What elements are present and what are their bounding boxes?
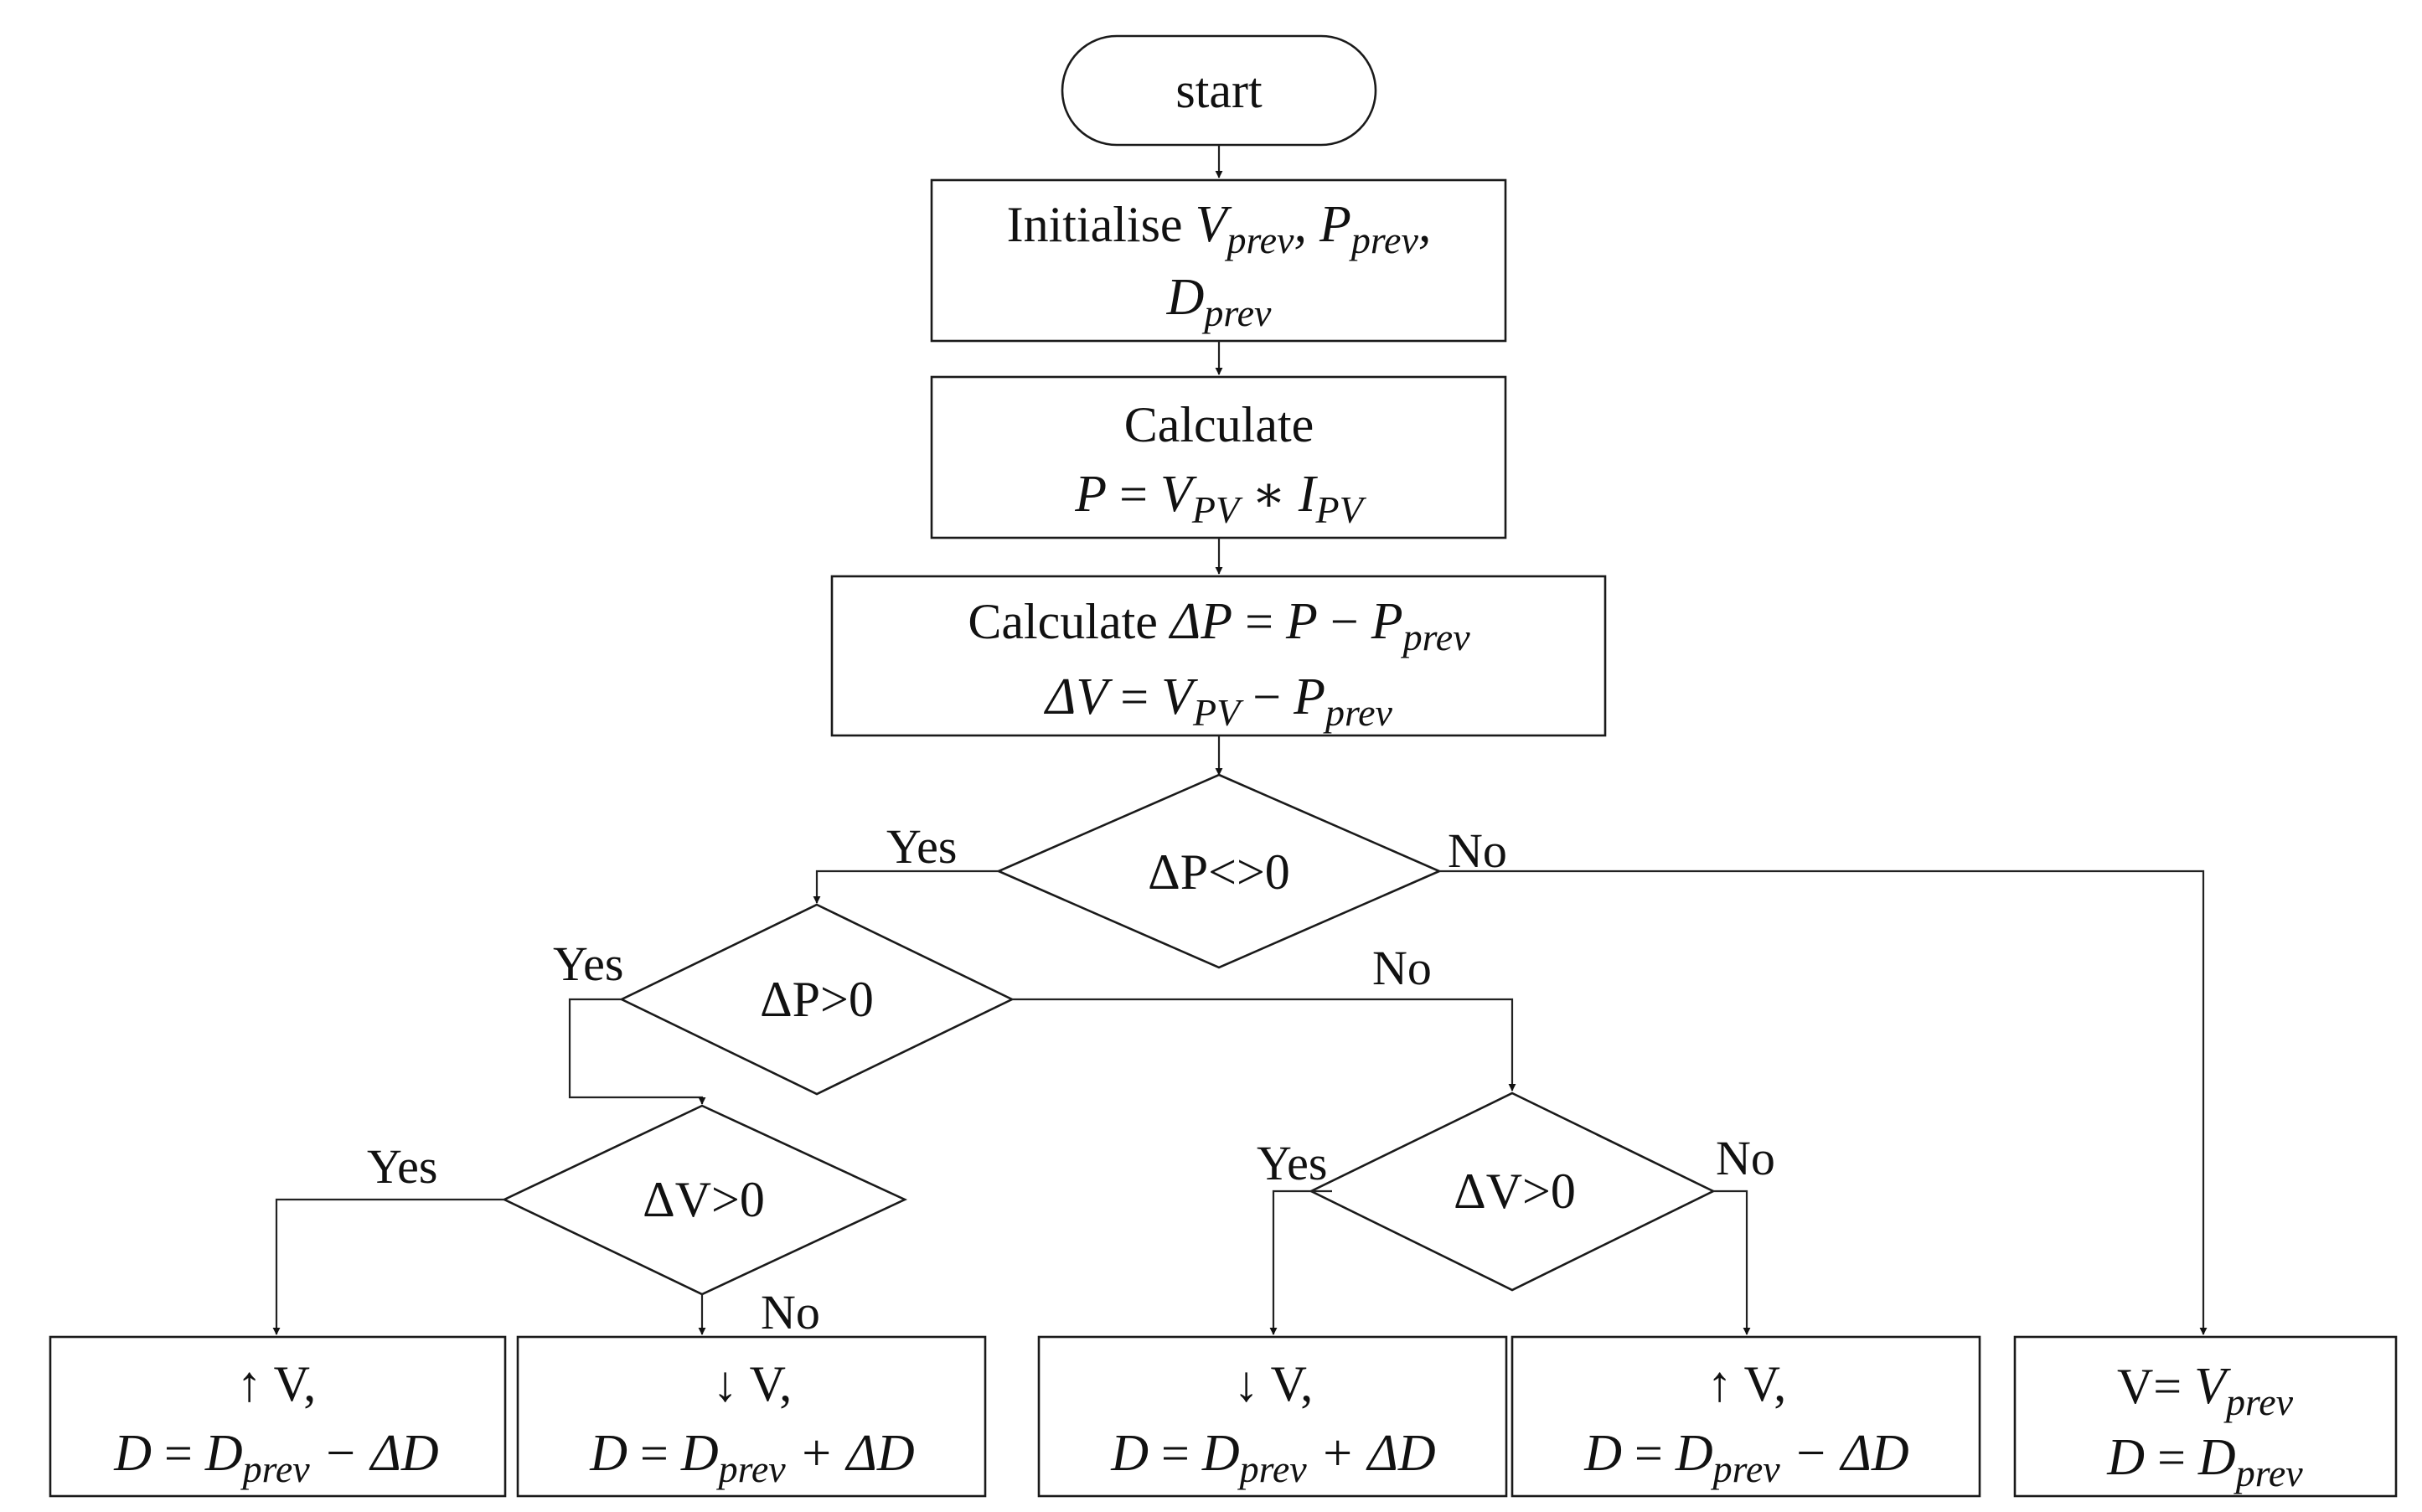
outcome-decrease-v-right bbox=[1037, 1335, 1508, 1498]
decision-dp-nonzero bbox=[995, 773, 1443, 969]
outcome-4-line1: ↑ V, bbox=[1707, 1356, 1787, 1411]
decision-dp-positive bbox=[619, 903, 1015, 1096]
outcome-1-line1: ↑ V, bbox=[237, 1356, 317, 1411]
calc-delta-line2: ΔV = VPV − Pprev bbox=[1043, 668, 1393, 734]
yes-label-4: Yes bbox=[1257, 1136, 1327, 1190]
calc-delta-line1: Calculate ΔP = P − Pprev bbox=[968, 593, 1470, 658]
start-label: start bbox=[1175, 63, 1263, 118]
outcome-decrease-v-left bbox=[516, 1335, 987, 1498]
decision-dv-positive-right-label: ΔV>0 bbox=[1454, 1164, 1576, 1219]
outcome-2-line1: ↓ V, bbox=[713, 1356, 793, 1411]
decision-dv-positive-right bbox=[1309, 1091, 1716, 1292]
outcome-2-line2: D = Dprev + ΔD bbox=[589, 1425, 914, 1490]
calc-power-formula: P = VPV ∗ IPV bbox=[1074, 466, 1366, 531]
wire-dp-nonzero-no bbox=[1439, 870, 2208, 1335]
wire-dp-positive-yes bbox=[568, 998, 706, 1105]
outcome-increase-v-right bbox=[1511, 1335, 1981, 1498]
decision-dp-positive-label: ΔP>0 bbox=[760, 972, 874, 1027]
outcome-increase-v-left bbox=[49, 1335, 507, 1498]
yes-label-2: Yes bbox=[553, 937, 623, 991]
calc-power-line1: Calculate bbox=[1124, 397, 1314, 452]
outcome-5-line1: V= Vprev bbox=[2117, 1358, 2294, 1423]
init-box bbox=[930, 178, 1507, 343]
outcome-3-line2: D = Dprev + ΔD bbox=[1110, 1425, 1435, 1490]
wire-dv-right-yes bbox=[1269, 1189, 1332, 1335]
outcome-hold bbox=[2013, 1335, 2398, 1498]
wire-dp-positive-no bbox=[1012, 998, 1516, 1091]
init-line1: Initialise Vprev, Pprev, bbox=[1007, 196, 1432, 261]
wire-dv-right-no bbox=[1713, 1189, 1751, 1335]
outcome-5-line2: D = Dprev bbox=[2106, 1429, 2303, 1494]
init-line2: Dprev bbox=[1166, 269, 1272, 334]
no-label-2: No bbox=[1372, 941, 1432, 995]
yes-label-3: Yes bbox=[367, 1139, 437, 1194]
no-label-3: No bbox=[761, 1285, 820, 1339]
decision-dv-positive-left-label: ΔV>0 bbox=[643, 1172, 765, 1227]
yes-label-1: Yes bbox=[886, 819, 957, 874]
wire-dp-nonzero-yes bbox=[813, 870, 999, 904]
calc-delta-box bbox=[830, 575, 1607, 737]
no-label-1: No bbox=[1448, 823, 1507, 878]
outcome-3-line1: ↓ V, bbox=[1234, 1356, 1314, 1411]
no-label-4: No bbox=[1716, 1131, 1775, 1185]
outcome-1-line2: D = Dprev − ΔD bbox=[113, 1425, 438, 1490]
wire-dv-left-yes bbox=[272, 1198, 504, 1335]
outcome-4-line2: D = Dprev − ΔD bbox=[1583, 1425, 1908, 1490]
decision-dp-nonzero-label: ΔP<>0 bbox=[1148, 844, 1290, 900]
